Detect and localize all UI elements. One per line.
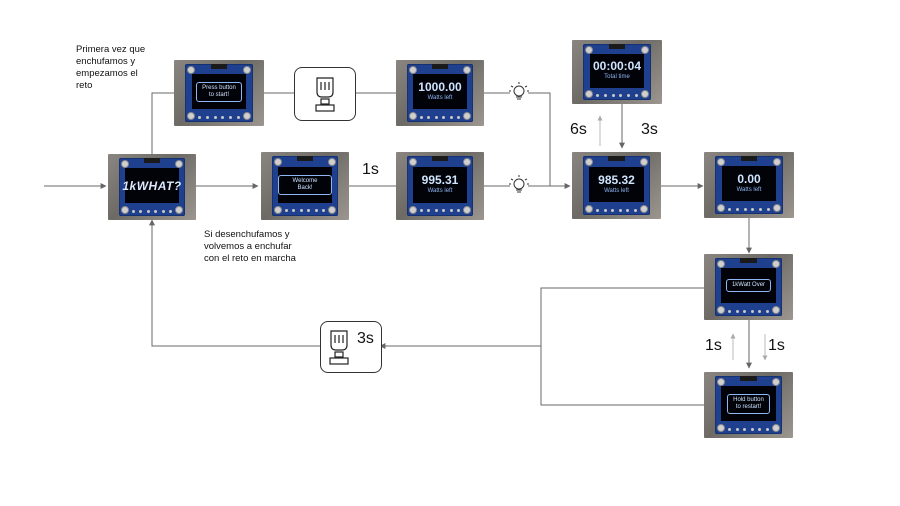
total-time-down-label: 3s	[641, 121, 658, 138]
bulb-to-running-line	[528, 92, 571, 189]
zero-watts-unit: Watts left	[736, 187, 762, 194]
resume-watts-unit: Watts left	[427, 188, 453, 195]
press-line1: Press button	[202, 84, 236, 91]
restart-line1: Hold button	[733, 396, 764, 403]
hold-restart-duration-label: 3s	[357, 330, 374, 347]
zero-watts-value: 0.00	[737, 172, 761, 187]
restart-line2: to restart!	[735, 403, 762, 410]
logo-screen: 1kWHAT?	[108, 154, 196, 220]
resume-watts-value: 995.31	[421, 173, 459, 188]
light-bulb-icon	[509, 82, 529, 100]
replug-note: Si desenchufamos y volvemos a enchufar c…	[204, 229, 296, 264]
hold-button-step	[320, 321, 382, 373]
hand-press-button-icon	[329, 330, 349, 365]
logo-to-press-line	[151, 92, 174, 155]
welcome-screen: Welcome Back!	[261, 152, 349, 220]
start-watts-value: 1000.00	[418, 80, 462, 95]
over-up-label: 1s	[705, 337, 722, 354]
running-watts-value: 985.32	[598, 172, 635, 187]
welcome-duration-label: 1s	[362, 161, 379, 178]
total-time-value: 00:00:04	[592, 59, 642, 74]
total-time-up-label: 6s	[570, 121, 587, 138]
over-down-label: 1s	[768, 337, 785, 354]
press-line2: to start!	[208, 91, 229, 98]
logo-text: 1kWHAT?	[122, 178, 182, 193]
hand-press-button-icon	[315, 77, 335, 112]
over-to-hold-line	[540, 287, 704, 406]
kwatt-over-text: 1kWatt Over	[725, 279, 772, 293]
start-watts-unit: Watts left	[427, 95, 453, 102]
kwatt-over-screen: 1kWatt Over	[704, 254, 793, 320]
press-button-step	[294, 67, 356, 121]
first-time-note: Primera vez que enchufamos y empezamos e…	[76, 44, 146, 91]
welcome-text: Welcome Back!	[278, 174, 332, 195]
hand-to-logo-arrow	[149, 219, 320, 347]
light-bulb-icon	[509, 175, 529, 193]
running-watts-unit: Watts left	[604, 187, 629, 194]
total-time-unit: Total time	[604, 74, 630, 81]
